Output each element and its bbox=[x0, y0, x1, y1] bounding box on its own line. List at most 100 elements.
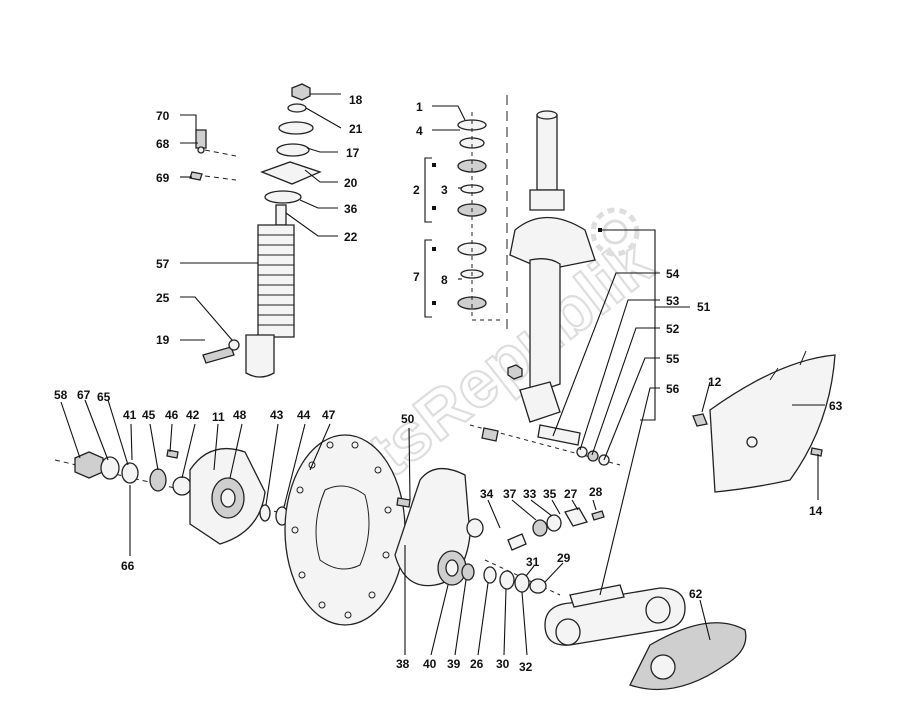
washer-large bbox=[278, 121, 314, 135]
callout-66: 66 bbox=[121, 559, 135, 573]
nut-69 bbox=[189, 171, 203, 181]
callout-35: 35 bbox=[543, 487, 557, 501]
callout-4: 4 bbox=[416, 124, 423, 138]
callout-50: 50 bbox=[401, 412, 415, 426]
callout-labels: 18 21 17 20 36 22 70 68 69 57 25 19 1 4 … bbox=[54, 93, 843, 674]
callout-70: 70 bbox=[156, 109, 170, 123]
nut-column bbox=[507, 364, 523, 380]
leader-lines bbox=[60, 93, 825, 656]
bracket-20 bbox=[260, 161, 322, 185]
callout-58: 58 bbox=[54, 388, 68, 402]
callout-65: 65 bbox=[97, 390, 111, 404]
callout-30: 30 bbox=[496, 657, 510, 671]
fork-leg-38 bbox=[394, 468, 561, 596]
shock-absorber-assembly bbox=[189, 83, 322, 378]
callout-38: 38 bbox=[396, 657, 410, 671]
washer-30 bbox=[499, 570, 515, 590]
callout-29: 29 bbox=[557, 551, 571, 565]
disc-body bbox=[284, 434, 406, 626]
callout-1: 1 bbox=[416, 100, 423, 114]
washer-29 bbox=[529, 578, 547, 594]
axle-54 bbox=[537, 424, 581, 446]
callout-67: 67 bbox=[77, 388, 91, 402]
pin-34 bbox=[507, 533, 527, 551]
callout-20: 20 bbox=[344, 176, 358, 190]
callout-39: 39 bbox=[447, 657, 461, 671]
callout-3: 3 bbox=[441, 183, 448, 197]
shock-rod bbox=[275, 204, 287, 226]
callout-55: 55 bbox=[666, 352, 680, 366]
callout-2: 2 bbox=[413, 183, 420, 197]
column-collar bbox=[529, 189, 565, 211]
screw-46 bbox=[166, 449, 179, 459]
callout-17: 17 bbox=[346, 146, 360, 160]
fork-leg bbox=[529, 258, 561, 395]
plate-27 bbox=[564, 507, 588, 527]
callout-47: 47 bbox=[322, 408, 336, 422]
steering-column-51 bbox=[506, 95, 596, 423]
screw-14 bbox=[810, 447, 823, 457]
axle-assembly bbox=[469, 424, 621, 466]
mudguard-body bbox=[709, 354, 836, 493]
callout-51: 51 bbox=[697, 300, 711, 314]
callout-21: 21 bbox=[349, 122, 363, 136]
seal-43 bbox=[259, 504, 271, 522]
callout-45: 45 bbox=[142, 408, 156, 422]
washer-25 bbox=[228, 339, 240, 351]
axle-cap bbox=[481, 427, 499, 442]
callout-57: 57 bbox=[156, 257, 170, 271]
bush-34 bbox=[466, 518, 484, 538]
callout-56: 56 bbox=[666, 382, 680, 396]
callout-68: 68 bbox=[156, 137, 170, 151]
steering-tube-top bbox=[536, 114, 558, 191]
front-mudguard-63 bbox=[692, 350, 836, 493]
mudguard-hole bbox=[746, 436, 758, 448]
callout-62: 62 bbox=[689, 587, 703, 601]
callout-7: 7 bbox=[413, 270, 420, 284]
callout-37: 37 bbox=[503, 487, 517, 501]
callout-53: 53 bbox=[666, 294, 680, 308]
bolt-19 bbox=[202, 346, 235, 364]
callout-32: 32 bbox=[519, 660, 533, 674]
bearing-45 bbox=[149, 468, 167, 492]
callout-22: 22 bbox=[344, 230, 358, 244]
spacer-66 bbox=[121, 462, 139, 484]
swing-arm-56 bbox=[544, 584, 747, 691]
watermark-gear-icon bbox=[590, 207, 640, 257]
bush-37 bbox=[532, 519, 548, 537]
callout-11: 11 bbox=[212, 410, 225, 424]
callout-43: 43 bbox=[270, 408, 284, 422]
clip-12 bbox=[692, 413, 708, 427]
seal-39 bbox=[461, 563, 475, 581]
callout-19: 19 bbox=[156, 333, 170, 347]
fork-crown bbox=[509, 217, 596, 271]
wheel-hub-assembly bbox=[54, 448, 291, 545]
callout-36: 36 bbox=[344, 202, 358, 216]
rubber-17 bbox=[276, 143, 310, 157]
screw-28 bbox=[591, 510, 605, 521]
bolt-70 bbox=[195, 129, 207, 149]
fork-foot bbox=[519, 381, 561, 423]
callout-33: 33 bbox=[523, 487, 537, 501]
circlip-32 bbox=[514, 573, 530, 593]
washer-67 bbox=[100, 456, 120, 480]
callout-14: 14 bbox=[809, 504, 823, 518]
callout-28: 28 bbox=[589, 485, 603, 499]
callout-31: 31 bbox=[526, 555, 540, 569]
callout-25: 25 bbox=[156, 291, 170, 305]
callout-12: 12 bbox=[708, 375, 722, 389]
callout-44: 44 bbox=[297, 408, 311, 422]
callout-34: 34 bbox=[480, 487, 494, 501]
callout-41: 41 bbox=[123, 408, 137, 422]
arm-pin bbox=[569, 584, 625, 608]
callout-27: 27 bbox=[564, 487, 578, 501]
pin-group bbox=[507, 507, 605, 551]
bolt-50 bbox=[396, 497, 411, 508]
nut-18 bbox=[291, 83, 311, 101]
callout-42: 42 bbox=[186, 408, 200, 422]
callout-48: 48 bbox=[233, 408, 247, 422]
seal-53 bbox=[576, 446, 588, 458]
shock-body bbox=[245, 334, 275, 378]
washer-21 bbox=[287, 103, 307, 113]
